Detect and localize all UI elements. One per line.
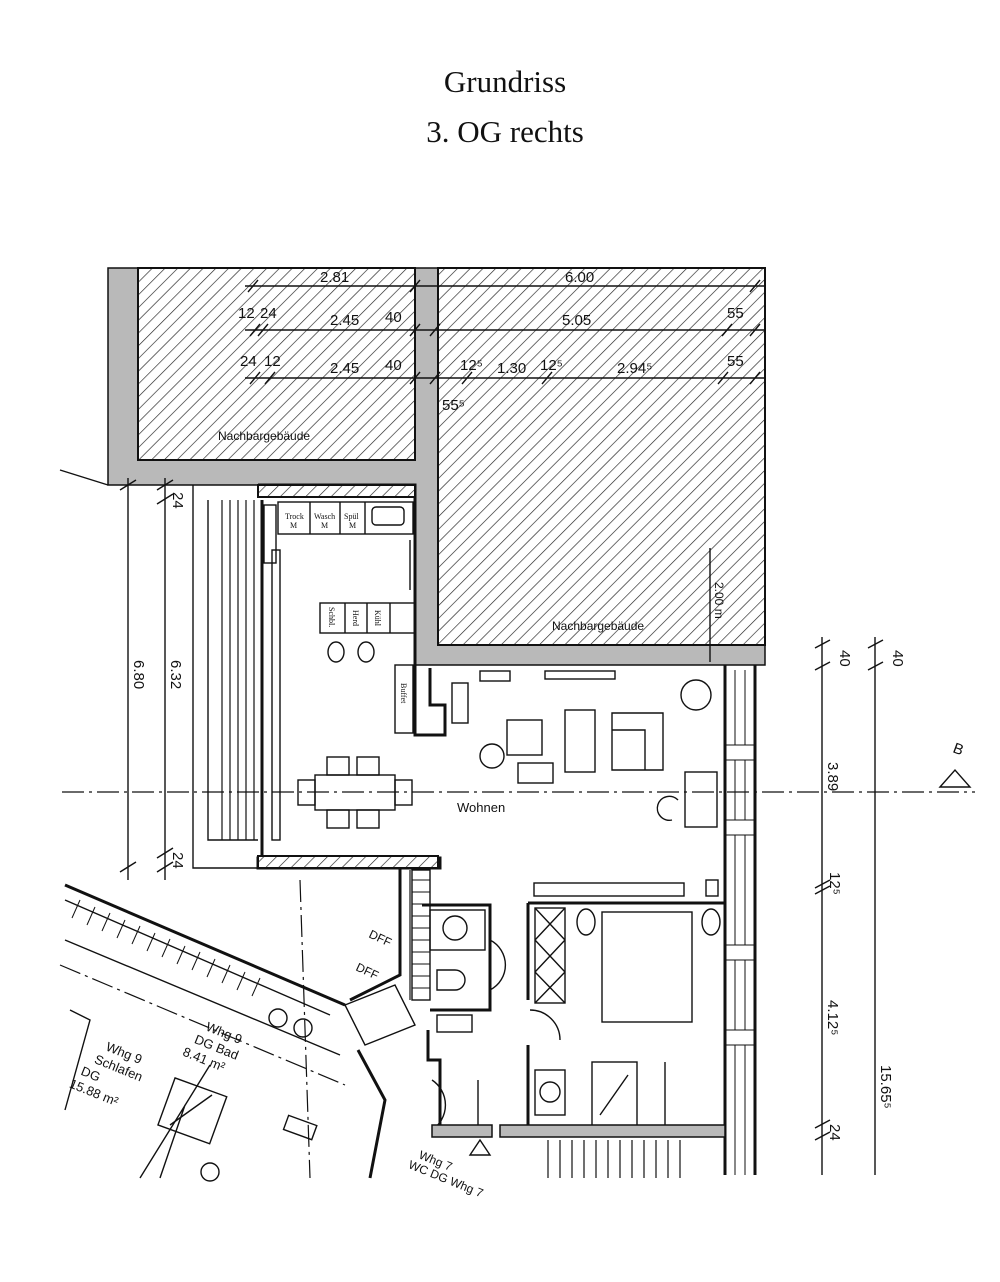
dim-label: 12⁵ xyxy=(540,357,563,374)
dim-label: 24 xyxy=(260,305,277,322)
dim-label: 2.94⁵ xyxy=(617,360,652,377)
buffet-label: Buffet xyxy=(399,683,408,704)
exterior-wall-right xyxy=(723,665,757,1175)
apartment: Trock M Wasch M Spül M Schbl. Herd Kühl … xyxy=(256,483,757,1175)
dim-label: 12 xyxy=(238,305,255,322)
neighbor-left-label: Nachbargebäude xyxy=(218,429,310,443)
drawing-title: Grundriss xyxy=(443,64,567,99)
dim-label: 15.65⁵ xyxy=(877,1065,894,1109)
dim-label: 24 xyxy=(169,492,186,509)
neighbor-building-left: Nachbargebäude xyxy=(107,267,766,666)
top-dimensions: 2.81 6.00 12 24 2.45 40 5.05 55 24 12 2.… xyxy=(238,269,765,414)
left-dimensions: 6.80 6.32 24 24 xyxy=(59,469,186,880)
roof-window-label: DFF xyxy=(367,927,394,950)
stair-wall: DFF DFF xyxy=(344,868,431,1179)
dim-label: 2.81 xyxy=(320,269,349,286)
room-label-whg7-wc: Whg 7WC DG Whg 7 xyxy=(406,1146,490,1201)
dim-label: 12 xyxy=(264,353,281,370)
dim-label: 40 xyxy=(385,309,402,326)
dim-label: 4.12⁵ xyxy=(824,1000,841,1035)
kitchen-counter: Trock M Wasch M Spül M xyxy=(277,501,414,590)
dim-label: 1.30 xyxy=(497,360,526,377)
dim-label: 24 xyxy=(169,852,186,869)
right-dimensions: 40 3.89 12⁵ 4.12⁵ 24 40 15.65⁵ xyxy=(814,637,906,1175)
room-label-whg9-schlafen: Whg 9SchlafenDG15.88 m² xyxy=(67,1031,150,1114)
section-marker-label: B xyxy=(951,740,966,759)
living-furniture xyxy=(451,670,718,828)
appliance-label: M xyxy=(290,521,297,530)
appliance-washer: Wasch xyxy=(314,512,335,521)
terrace xyxy=(192,485,258,869)
dim-label: 55 xyxy=(727,353,744,370)
appliance-dishwasher: Spül xyxy=(344,512,359,521)
dim-label: 40 xyxy=(836,650,853,667)
dim-label: 3.89 xyxy=(824,762,841,791)
dim-label: 40 xyxy=(385,357,402,374)
dim-label: 2.45 xyxy=(330,360,359,377)
dim-label: 40 xyxy=(889,650,906,667)
dim-label: 6.32 xyxy=(167,660,184,689)
neighbor-height-label: 2.00 m xyxy=(712,582,726,619)
room-label-whg9-bad: Whg 9DG Bad8.41 m² xyxy=(181,1014,247,1077)
appliance-label: M xyxy=(349,521,356,530)
neighbor-building-right: Nachbargebäude 2.00 m xyxy=(437,267,766,662)
neighbor-right-label: Nachbargebäude xyxy=(552,619,644,633)
bedroom xyxy=(499,879,726,1178)
dim-label: 6.00 xyxy=(565,269,594,286)
dim-label: 24 xyxy=(826,1124,843,1141)
dim-label: 24 xyxy=(240,353,257,370)
dim-label: 55⁵ xyxy=(442,397,465,414)
dim-label: 55 xyxy=(727,305,744,322)
dim-label: 6.80 xyxy=(130,660,147,689)
dim-label: 12⁵ xyxy=(460,357,483,374)
appliance-dryer: Trock xyxy=(285,512,304,521)
appliance-drawer: Schbl. xyxy=(327,607,336,627)
roof-window-label: DFF xyxy=(354,960,381,983)
buffet xyxy=(394,664,414,734)
appliance-fridge: Kühl xyxy=(373,610,382,627)
appliance-stove: Herd xyxy=(351,610,360,626)
kitchen-island: Schbl. Herd Kühl xyxy=(319,602,416,663)
dim-label: 12⁵ xyxy=(826,872,843,895)
drawing-subtitle: 3. OG rechts xyxy=(426,114,584,149)
dim-label: 2.45 xyxy=(330,312,359,329)
room-label-living: Wohnen xyxy=(457,800,505,815)
dim-label: 5.05 xyxy=(562,312,591,329)
bathroom xyxy=(422,903,507,1138)
appliance-label: M xyxy=(321,521,328,530)
